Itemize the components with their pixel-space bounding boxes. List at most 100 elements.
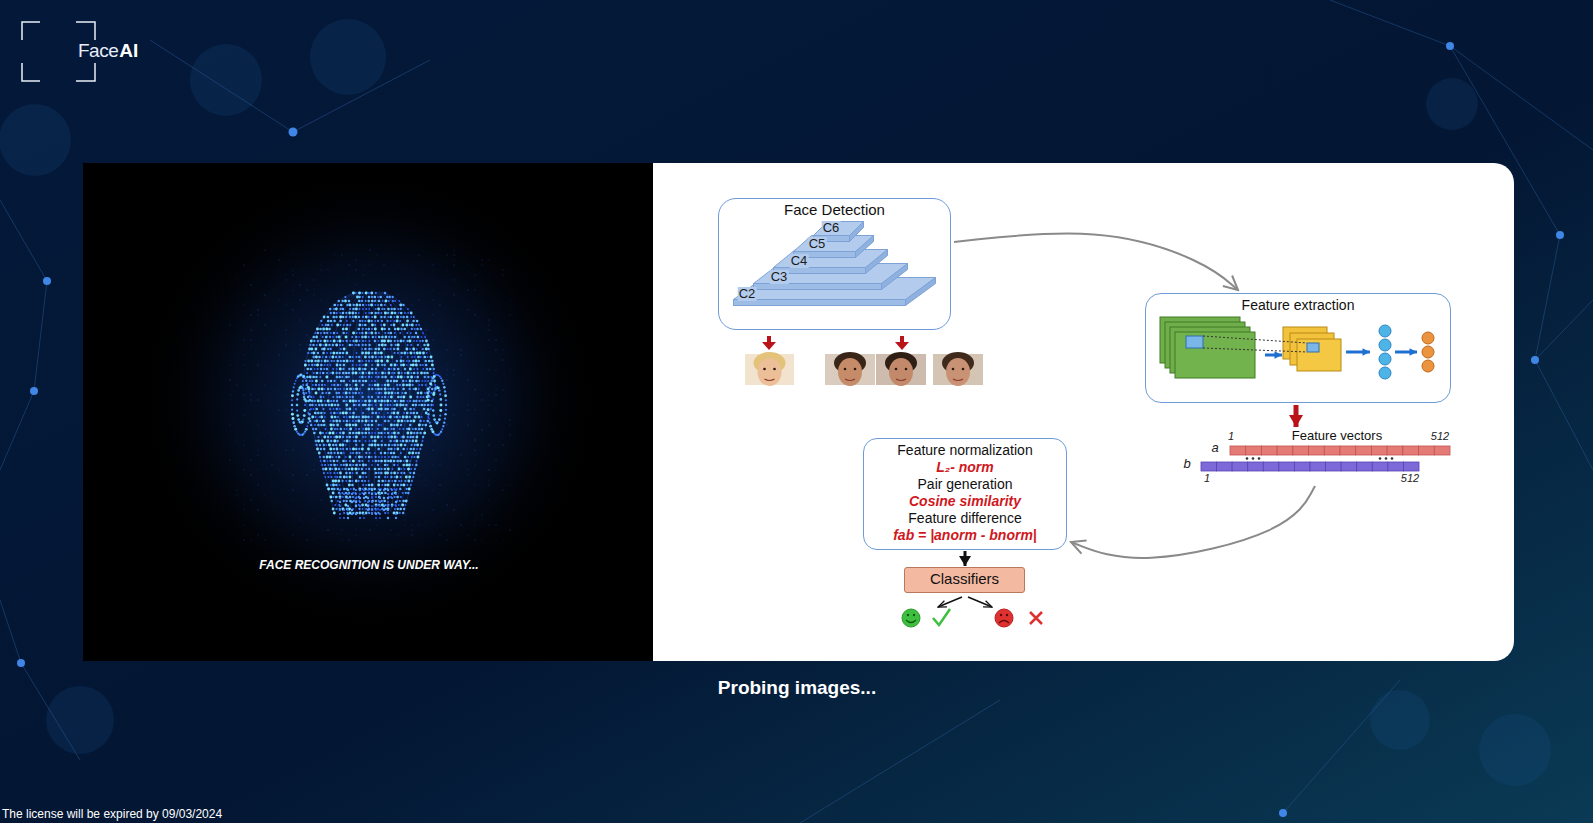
rain-dot — [432, 509, 434, 511]
rain-dot — [334, 294, 336, 296]
head-dot — [315, 376, 318, 379]
rain-dot — [495, 539, 497, 541]
head-dot — [391, 456, 393, 458]
rain-dot — [257, 364, 259, 366]
head-dot — [334, 476, 336, 478]
head-dot — [417, 336, 420, 339]
head-dot — [368, 404, 371, 407]
head-dot — [398, 480, 400, 482]
rain-dot — [376, 489, 378, 491]
head-dot — [380, 472, 382, 474]
rain-dot — [411, 399, 413, 401]
head-dot — [414, 468, 416, 470]
rain-dot — [257, 399, 259, 401]
head-dot — [312, 356, 314, 358]
head-dot — [352, 412, 355, 415]
rain-dot — [439, 319, 441, 321]
head-dot — [391, 444, 393, 446]
head-dot — [409, 368, 412, 371]
head-dot — [327, 388, 329, 390]
head-dot — [330, 388, 332, 390]
head-dot — [352, 464, 354, 466]
rain-dot — [348, 539, 350, 541]
head-dot — [368, 480, 370, 482]
head-dot — [387, 436, 389, 438]
head-dot — [423, 372, 426, 375]
network-dot — [43, 277, 51, 285]
rain-dot — [229, 399, 231, 401]
head-dot — [371, 376, 373, 378]
head-dot — [365, 476, 367, 478]
head-dot — [335, 316, 337, 318]
rain-dot — [341, 374, 343, 376]
head-dot — [322, 336, 324, 338]
head-dot — [320, 340, 322, 342]
head-dot — [339, 324, 341, 326]
head-dot — [351, 368, 354, 371]
head-dot — [400, 312, 403, 315]
head-dot — [327, 348, 329, 350]
head-dot — [390, 356, 393, 359]
head-dot — [369, 452, 371, 454]
rain-dot — [285, 354, 287, 356]
head-dot — [422, 396, 424, 398]
head-dot — [332, 336, 334, 338]
head-dot — [384, 356, 386, 358]
rain-dot — [376, 524, 378, 526]
rain-dot — [488, 504, 490, 506]
head-dot — [384, 404, 386, 406]
head-dot — [335, 392, 337, 394]
head-dot — [330, 472, 332, 474]
head-dot — [369, 440, 371, 442]
head-dot — [362, 416, 365, 419]
head-dot — [334, 388, 337, 391]
head-dot — [377, 472, 379, 474]
head-dot — [416, 340, 418, 342]
head-dot — [342, 432, 345, 435]
head-dot — [401, 372, 403, 374]
head-dot — [353, 440, 355, 442]
head-dot — [427, 420, 430, 423]
head-dot — [354, 468, 357, 471]
head-dot — [422, 332, 424, 334]
head-dot — [381, 376, 383, 378]
head-dot — [394, 328, 397, 331]
head-dot — [389, 404, 391, 406]
rain-dot — [236, 474, 238, 476]
head-dot — [320, 320, 322, 322]
rain-dot — [467, 414, 469, 416]
rain-dot — [362, 414, 364, 416]
head-dot — [422, 436, 424, 438]
head-dot — [403, 328, 406, 331]
head-dot — [358, 336, 360, 338]
head-dot — [340, 348, 342, 350]
rain-dot — [425, 294, 427, 296]
rain-dot — [229, 404, 231, 406]
rain-dot — [474, 374, 476, 376]
head-dot — [364, 336, 367, 339]
head-dot — [326, 340, 328, 342]
head-dot — [418, 404, 420, 406]
head-dot — [383, 328, 386, 331]
rain-dot — [495, 509, 497, 511]
rain-dot — [460, 369, 462, 371]
mesh-line — [328, 292, 361, 512]
head-dot — [375, 412, 377, 414]
head-dot — [371, 388, 373, 390]
head-dot — [355, 432, 358, 435]
rain-dot — [439, 394, 441, 396]
head-dot — [374, 436, 377, 439]
head-dot — [354, 372, 357, 375]
head-dot — [406, 412, 409, 415]
head-dot — [335, 484, 338, 487]
head-dot — [345, 456, 347, 458]
head-dot — [397, 464, 399, 466]
head-dot — [422, 424, 424, 426]
head-dot — [318, 384, 320, 386]
head-dot — [383, 316, 385, 318]
head-dot — [370, 292, 373, 295]
rain-dot — [285, 369, 287, 371]
mesh-line — [377, 292, 410, 512]
bracket-corner — [76, 22, 95, 40]
